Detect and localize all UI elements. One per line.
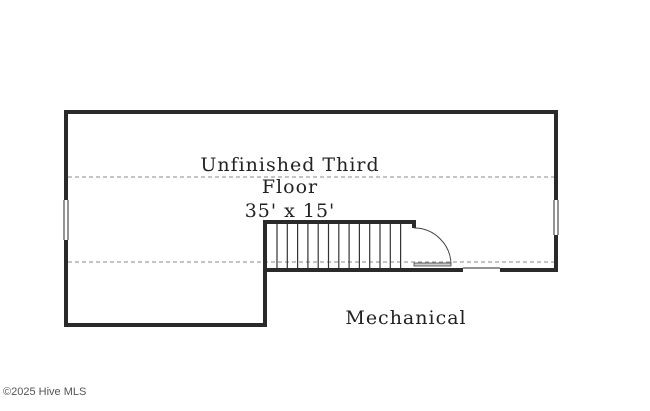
exterior-walls: [64, 110, 558, 327]
room-label-floor: Floor: [262, 176, 318, 198]
dashed-lines: [68, 176, 554, 263]
stair-treads: [276, 224, 402, 268]
room-dimensions: 35' x 15': [245, 200, 336, 222]
door: [413, 227, 452, 267]
windows: [63, 200, 559, 269]
room-label-mechanical: Mechanical: [345, 307, 466, 329]
watermark: ©2025 Hive MLS: [3, 386, 87, 398]
room-label-third-floor: Unfinished Third: [200, 154, 379, 176]
